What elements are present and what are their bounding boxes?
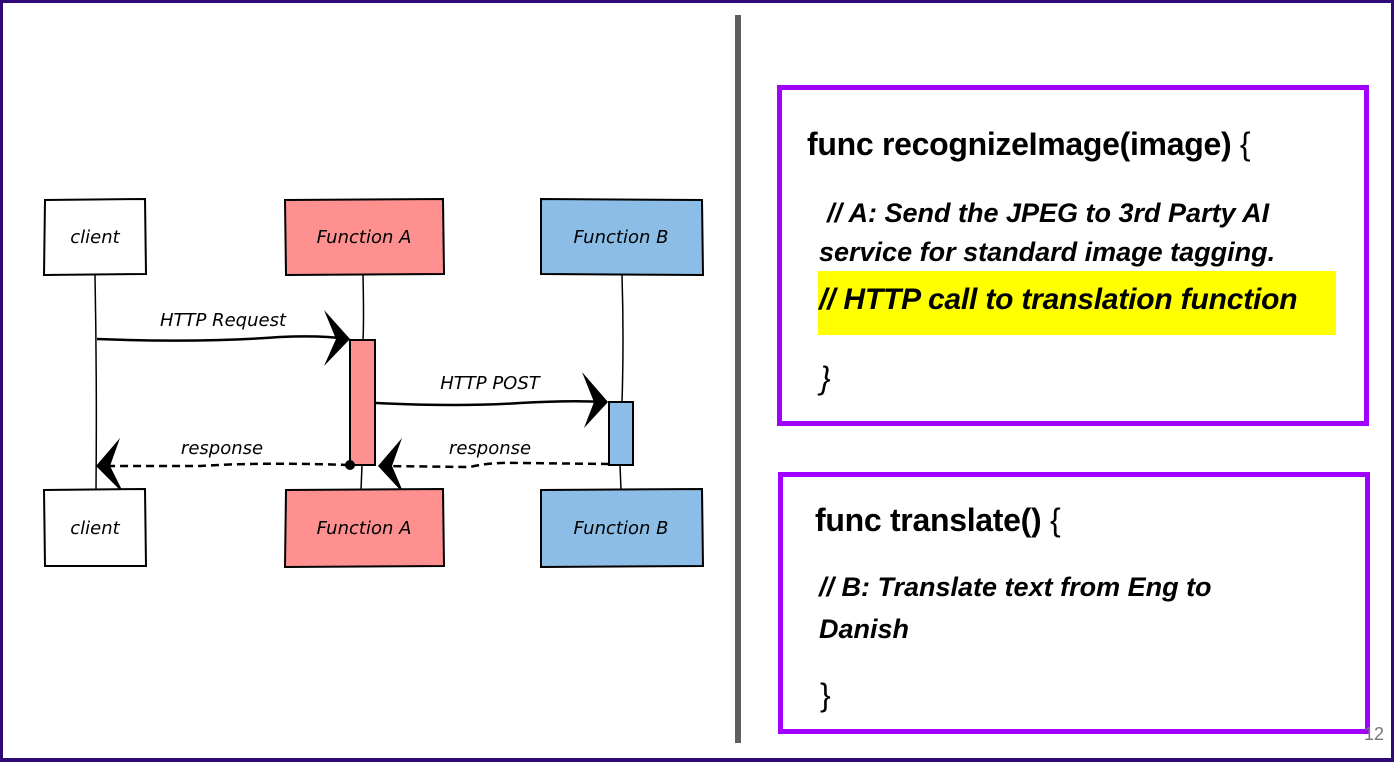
sequence-diagram: client Function A Function B client Func…: [42, 197, 705, 569]
arrowhead-http-request: [324, 310, 350, 366]
highlight-band: [818, 271, 1336, 335]
message-label-response-a-to-client: response: [181, 438, 263, 459]
lifeline-client: [94, 274, 98, 491]
message-label-http-request: HTTP Request: [160, 310, 287, 331]
message-origin-dot: [345, 460, 355, 470]
arrow-response-b-to-a: [379, 461, 610, 469]
comment-line-2: Danish: [819, 614, 910, 644]
highlighted-comment: // HTTP call to translation function: [819, 283, 1298, 316]
participant-label-function-b-top: Function B: [574, 227, 669, 248]
participant-function-a-bottom: [283, 487, 446, 569]
participant-function-a-top: [283, 197, 446, 277]
arrowhead-http-post: [582, 372, 608, 428]
lifeline-function-a: [360, 274, 365, 491]
arrow-http-post: [375, 399, 608, 407]
comment-line-1: // A: Send the JPEG to 3rd Party AI: [827, 198, 1270, 228]
participant-function-b-top: [540, 197, 705, 277]
code-box-recognize-image: func recognizeImage(image) { // A: Send …: [777, 85, 1369, 426]
participant-label-client-top: client: [70, 227, 120, 248]
open-brace: {: [1239, 126, 1251, 162]
signature-text: func translate(): [815, 502, 1042, 538]
vertical-divider: [735, 15, 741, 743]
close-brace: }: [820, 677, 831, 713]
lifeline-function-b: [619, 274, 624, 491]
comment-line-1: // B: Translate text from Eng to: [819, 572, 1212, 602]
message-label-http-post: HTTP POST: [440, 373, 542, 394]
participant-label-function-a-bottom: Function A: [317, 518, 412, 539]
participant-function-b-bottom: [540, 487, 705, 569]
open-brace: {: [1049, 502, 1061, 538]
participant-label-client-bottom: client: [70, 518, 120, 539]
arrowhead-response-b-to-a: [378, 438, 404, 494]
participant-label-function-a-top: Function A: [317, 227, 412, 248]
activation-function-b: [608, 401, 634, 466]
code-box-translate: func translate() { // B: Translate text …: [778, 472, 1370, 734]
arrow-response-a-to-client: [100, 462, 350, 468]
page-number: 12: [1364, 724, 1385, 744]
participant-client-bottom: [42, 487, 148, 567]
close-brace: }: [820, 360, 831, 396]
function-signature-recognize-image: func recognizeImage(image) {: [807, 126, 1251, 163]
signature-text: func recognizeImage(image): [807, 126, 1232, 162]
activation-function-a: [349, 339, 376, 466]
participant-client-top: [42, 197, 148, 277]
arrowhead-response-a-to-client: [96, 438, 124, 494]
message-label-response-b-to-a: response: [449, 438, 531, 459]
comment-line-2: service for standard image tagging.: [819, 237, 1276, 267]
participant-label-function-b-bottom: Function B: [574, 518, 669, 539]
function-signature-translate: func translate() {: [815, 502, 1061, 539]
arrow-http-request: [96, 335, 349, 342]
